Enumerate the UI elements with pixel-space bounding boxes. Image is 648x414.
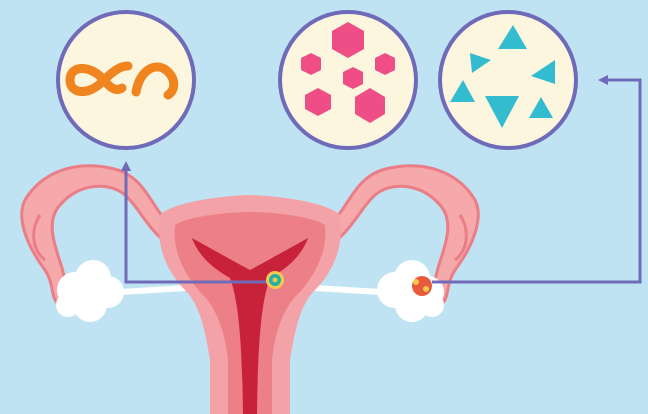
ovary-cell-marker xyxy=(412,276,432,296)
embryo-marker xyxy=(266,271,284,289)
triangle-circle xyxy=(440,12,576,148)
right-ovarian-ligament xyxy=(315,288,380,292)
infinity-circle xyxy=(58,12,194,148)
left-ovarian-ligament xyxy=(120,288,185,292)
hexagon-circle xyxy=(280,12,416,148)
